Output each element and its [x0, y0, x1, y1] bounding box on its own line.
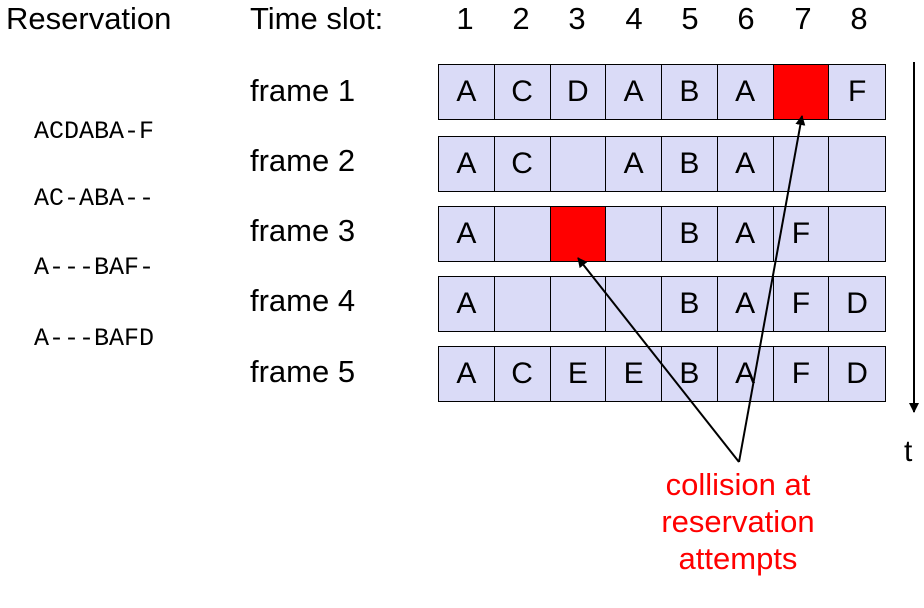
collision-slot	[550, 207, 607, 261]
frame-label-4: frame 4	[250, 283, 356, 318]
slot-cell: A	[439, 137, 495, 191]
slot-number-6: 6	[737, 1, 755, 36]
slot-number-2: 2	[512, 1, 530, 36]
slot-cell	[550, 137, 607, 191]
slot-cell: A	[606, 137, 662, 191]
annotation-line-3: attempts	[678, 541, 798, 576]
slot-cell: A	[439, 277, 495, 331]
reservation-string-3: A---BAF-	[34, 253, 155, 282]
slot-cell: E	[606, 347, 662, 401]
slot-cell: B	[662, 207, 718, 261]
annotation-arrow-2	[577, 257, 740, 463]
slot-cell: D	[829, 347, 885, 401]
slot-cell: A	[439, 207, 495, 261]
slot-number-8: 8	[850, 1, 868, 36]
slot-cell: F	[773, 277, 830, 331]
slot-cell: F	[773, 347, 830, 401]
slot-cell: E	[550, 347, 607, 401]
slot-cell	[606, 207, 662, 261]
slot-cell	[773, 137, 830, 191]
slot-cell: B	[662, 137, 718, 191]
reservation-string-1: ACDABA-F	[34, 117, 155, 146]
annotation-line-2: reservation	[661, 504, 815, 539]
slot-cell: C	[494, 65, 551, 119]
frame-label-5: frame 5	[250, 354, 356, 389]
slot-cell	[494, 207, 551, 261]
slot-cell	[550, 277, 607, 331]
slot-number-3: 3	[568, 1, 586, 36]
slot-cell: A	[439, 347, 495, 401]
slot-cell: D	[829, 277, 885, 331]
slot-cell	[494, 277, 551, 331]
slot-number-7: 7	[794, 1, 812, 36]
reservation-header: Reservation	[6, 1, 172, 36]
collision-annotation: collision at reservation attempts	[608, 466, 868, 577]
time-axis-label: t	[904, 435, 913, 468]
slot-cell: B	[662, 277, 718, 331]
slot-number-4: 4	[625, 1, 643, 36]
reservation-string-4: A---BAFD	[34, 324, 155, 353]
slot-cell: A	[439, 65, 495, 119]
collision-slot	[773, 65, 830, 119]
slot-cell: A	[717, 347, 774, 401]
reservation-string-2: AC-ABA--	[34, 184, 155, 213]
slot-cell: B	[662, 347, 718, 401]
slot-cell: C	[494, 137, 551, 191]
frame-label-3: frame 3	[250, 213, 356, 248]
annotation-line-1: collision at	[665, 467, 811, 502]
slot-cell	[829, 137, 885, 191]
frame-label-1: frame 1	[250, 73, 356, 108]
slot-cell: B	[662, 65, 718, 119]
slot-cell: F	[829, 65, 885, 119]
frame-label-2: frame 2	[250, 143, 356, 178]
annotation-arrow-1	[738, 115, 806, 463]
slot-cell: A	[606, 65, 662, 119]
slot-number-1: 1	[456, 1, 474, 36]
timeslot-header: Time slot:	[250, 1, 384, 36]
slot-cell: A	[717, 65, 774, 119]
slot-cell: A	[717, 137, 774, 191]
slot-cell: C	[494, 347, 551, 401]
slot-cell: A	[717, 207, 774, 261]
slot-cell: D	[550, 65, 607, 119]
slot-cell	[829, 207, 885, 261]
slot-number-5: 5	[681, 1, 699, 36]
